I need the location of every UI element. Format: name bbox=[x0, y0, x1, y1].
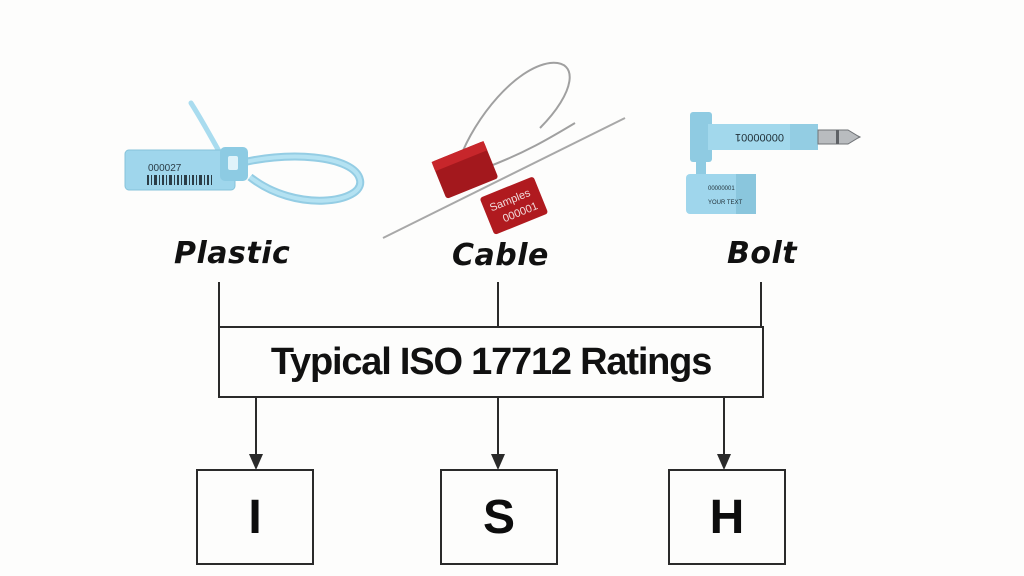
plastic-tag-number: 000027 bbox=[148, 163, 182, 174]
rating-box-i: I bbox=[196, 469, 314, 565]
bolt-pin-number: 00000001 bbox=[735, 131, 784, 143]
connector-plastic bbox=[218, 282, 220, 328]
seal-label-bolt: Bolt bbox=[727, 236, 798, 271]
seal-label-cable: Cable bbox=[452, 238, 549, 273]
arrow-down-icon bbox=[249, 454, 263, 470]
arrow-line-s bbox=[497, 396, 499, 454]
rating-letter: I bbox=[248, 490, 262, 544]
rating-letter: H bbox=[709, 490, 745, 544]
ratings-title: Typical ISO 17712 Ratings bbox=[270, 340, 712, 383]
rating-letter: S bbox=[482, 490, 515, 544]
arrow-down-icon bbox=[717, 454, 731, 470]
plastic-seal-image: 000027 bbox=[124, 100, 365, 205]
arrow-line-h bbox=[723, 396, 725, 454]
bolt-seal-image: 00000001 00000001 YOUR TEXT bbox=[686, 112, 862, 214]
seal-label-plastic: Plastic bbox=[174, 236, 291, 271]
connector-cable bbox=[497, 282, 499, 328]
rating-box-s: S bbox=[440, 469, 558, 565]
rating-box-h: H bbox=[668, 469, 786, 565]
barcode-icon bbox=[147, 175, 212, 185]
cable-seal-image: Samples 000001 bbox=[382, 61, 626, 239]
ratings-title-box: Typical ISO 17712 Ratings bbox=[218, 326, 764, 398]
arrow-down-icon bbox=[491, 454, 505, 470]
bolt-body-text: YOUR TEXT bbox=[708, 200, 743, 206]
arrow-line-i bbox=[255, 396, 257, 454]
connector-bolt bbox=[760, 282, 762, 328]
bolt-body-number: 00000001 bbox=[708, 186, 735, 192]
